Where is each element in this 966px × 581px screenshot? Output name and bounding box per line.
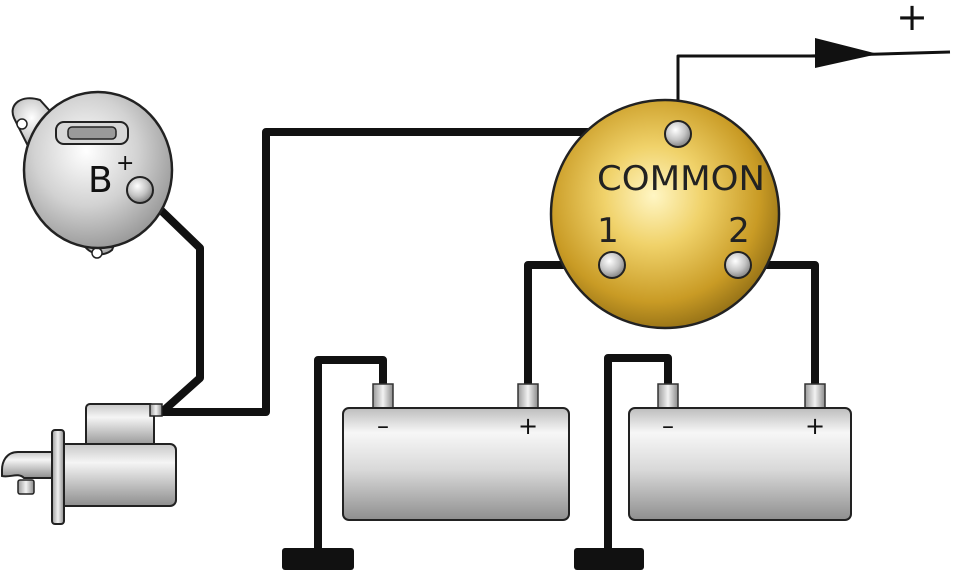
alternator-slot-inner xyxy=(67,126,117,140)
wire-alternator-to-starter xyxy=(136,186,204,416)
starter-motor xyxy=(1,403,177,525)
battery-1-body xyxy=(342,407,570,521)
switch-terminal-2 xyxy=(724,251,752,279)
ground-pad-1 xyxy=(282,548,354,570)
battery-2: – + xyxy=(628,383,852,521)
battery-2-body xyxy=(628,407,852,521)
battery-2-negative-label: – xyxy=(662,412,674,440)
switch-common-terminal xyxy=(664,120,692,148)
output-plus-label: + xyxy=(896,0,928,39)
ground-pad-2 xyxy=(574,548,644,570)
wire-battery2-ground xyxy=(604,354,672,556)
starter-body xyxy=(57,443,177,507)
starter-bolt xyxy=(17,479,35,495)
switch-terminal-2-label: 2 xyxy=(728,211,750,251)
starter-solenoid xyxy=(85,403,155,449)
alternator-terminal-superscript: + xyxy=(116,151,134,176)
starter-nose xyxy=(1,451,53,479)
wire-starter-to-common xyxy=(158,128,680,416)
starter-flange xyxy=(51,429,65,525)
battery-1-negative-label: – xyxy=(377,412,389,440)
battery-1: – + xyxy=(342,383,570,521)
alternator: B + xyxy=(11,90,174,259)
starter-terminal-stud xyxy=(149,403,163,417)
alternator-b-plus-terminal xyxy=(126,176,154,204)
output-arrow xyxy=(809,38,951,68)
battery-1-positive-label: + xyxy=(518,412,538,440)
alternator-ear-hole-bottom xyxy=(91,247,103,259)
switch-terminal-1 xyxy=(598,251,626,279)
alternator-ear-hole-left xyxy=(16,118,28,130)
switch-terminal-1-label: 1 xyxy=(597,211,619,251)
switch-common-label: COMMON xyxy=(597,159,765,199)
wire-battery1-ground xyxy=(314,356,387,556)
battery-switch: COMMON 1 2 xyxy=(549,98,781,330)
alternator-terminal-label: B xyxy=(88,160,113,201)
battery-2-positive-label: + xyxy=(805,412,825,440)
